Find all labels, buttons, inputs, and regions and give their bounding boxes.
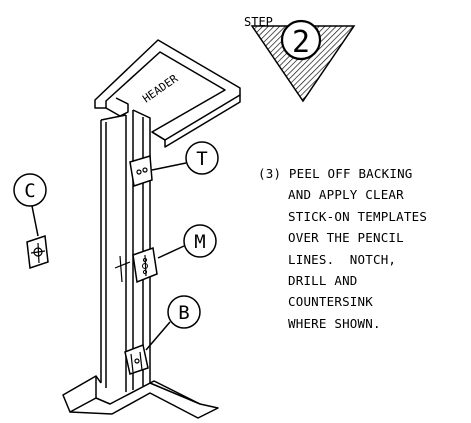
instruction-line-1: (3) PEEL OFF BACKING — [258, 163, 468, 184]
callout-m: M — [114, 224, 217, 284]
instruction-line-3: STICK-ON TEMPLATES — [288, 208, 428, 224]
callout-b-circle — [167, 295, 201, 329]
step-number-circle — [280, 19, 322, 61]
instruction-line-2: AND APPLY CLEAR — [288, 187, 404, 203]
instruction-number: (3) — [258, 166, 282, 181]
callout-b: B — [124, 295, 201, 375]
callout-b-letter: B — [178, 302, 189, 324]
instruction-line-5: LINES. NOTCH, — [288, 251, 397, 267]
header-label: HEADER — [140, 72, 180, 106]
instruction-text-line: PEEL OFF BACKING — [288, 166, 413, 181]
callout-m-letter: M — [194, 231, 205, 253]
header-channel — [94, 39, 241, 148]
callout-c: C — [13, 173, 49, 270]
instruction-line-8: WHERE SHOWN. — [288, 315, 381, 331]
step-word: STEP — [244, 15, 273, 29]
callout-t-letter: T — [196, 148, 207, 170]
instruction-line-6: DRILL AND — [288, 273, 358, 289]
step-badge: 2 STEP — [244, 15, 356, 103]
callout-c-circle — [13, 173, 47, 207]
step-number: 2 — [292, 25, 310, 60]
instruction-line-4: OVER THE PENCIL — [288, 230, 404, 246]
callout-c-letter: C — [24, 180, 35, 202]
callout-t: T — [129, 141, 219, 187]
instruction-line-7: COUNTERSINK — [288, 294, 373, 310]
base-plate — [62, 375, 219, 419]
instruction-text: (3) PEEL OFF BACKING AND APPLY CLEAR STI… — [258, 163, 468, 334]
callout-t-circle — [185, 141, 219, 175]
callout-m-circle — [183, 224, 217, 258]
